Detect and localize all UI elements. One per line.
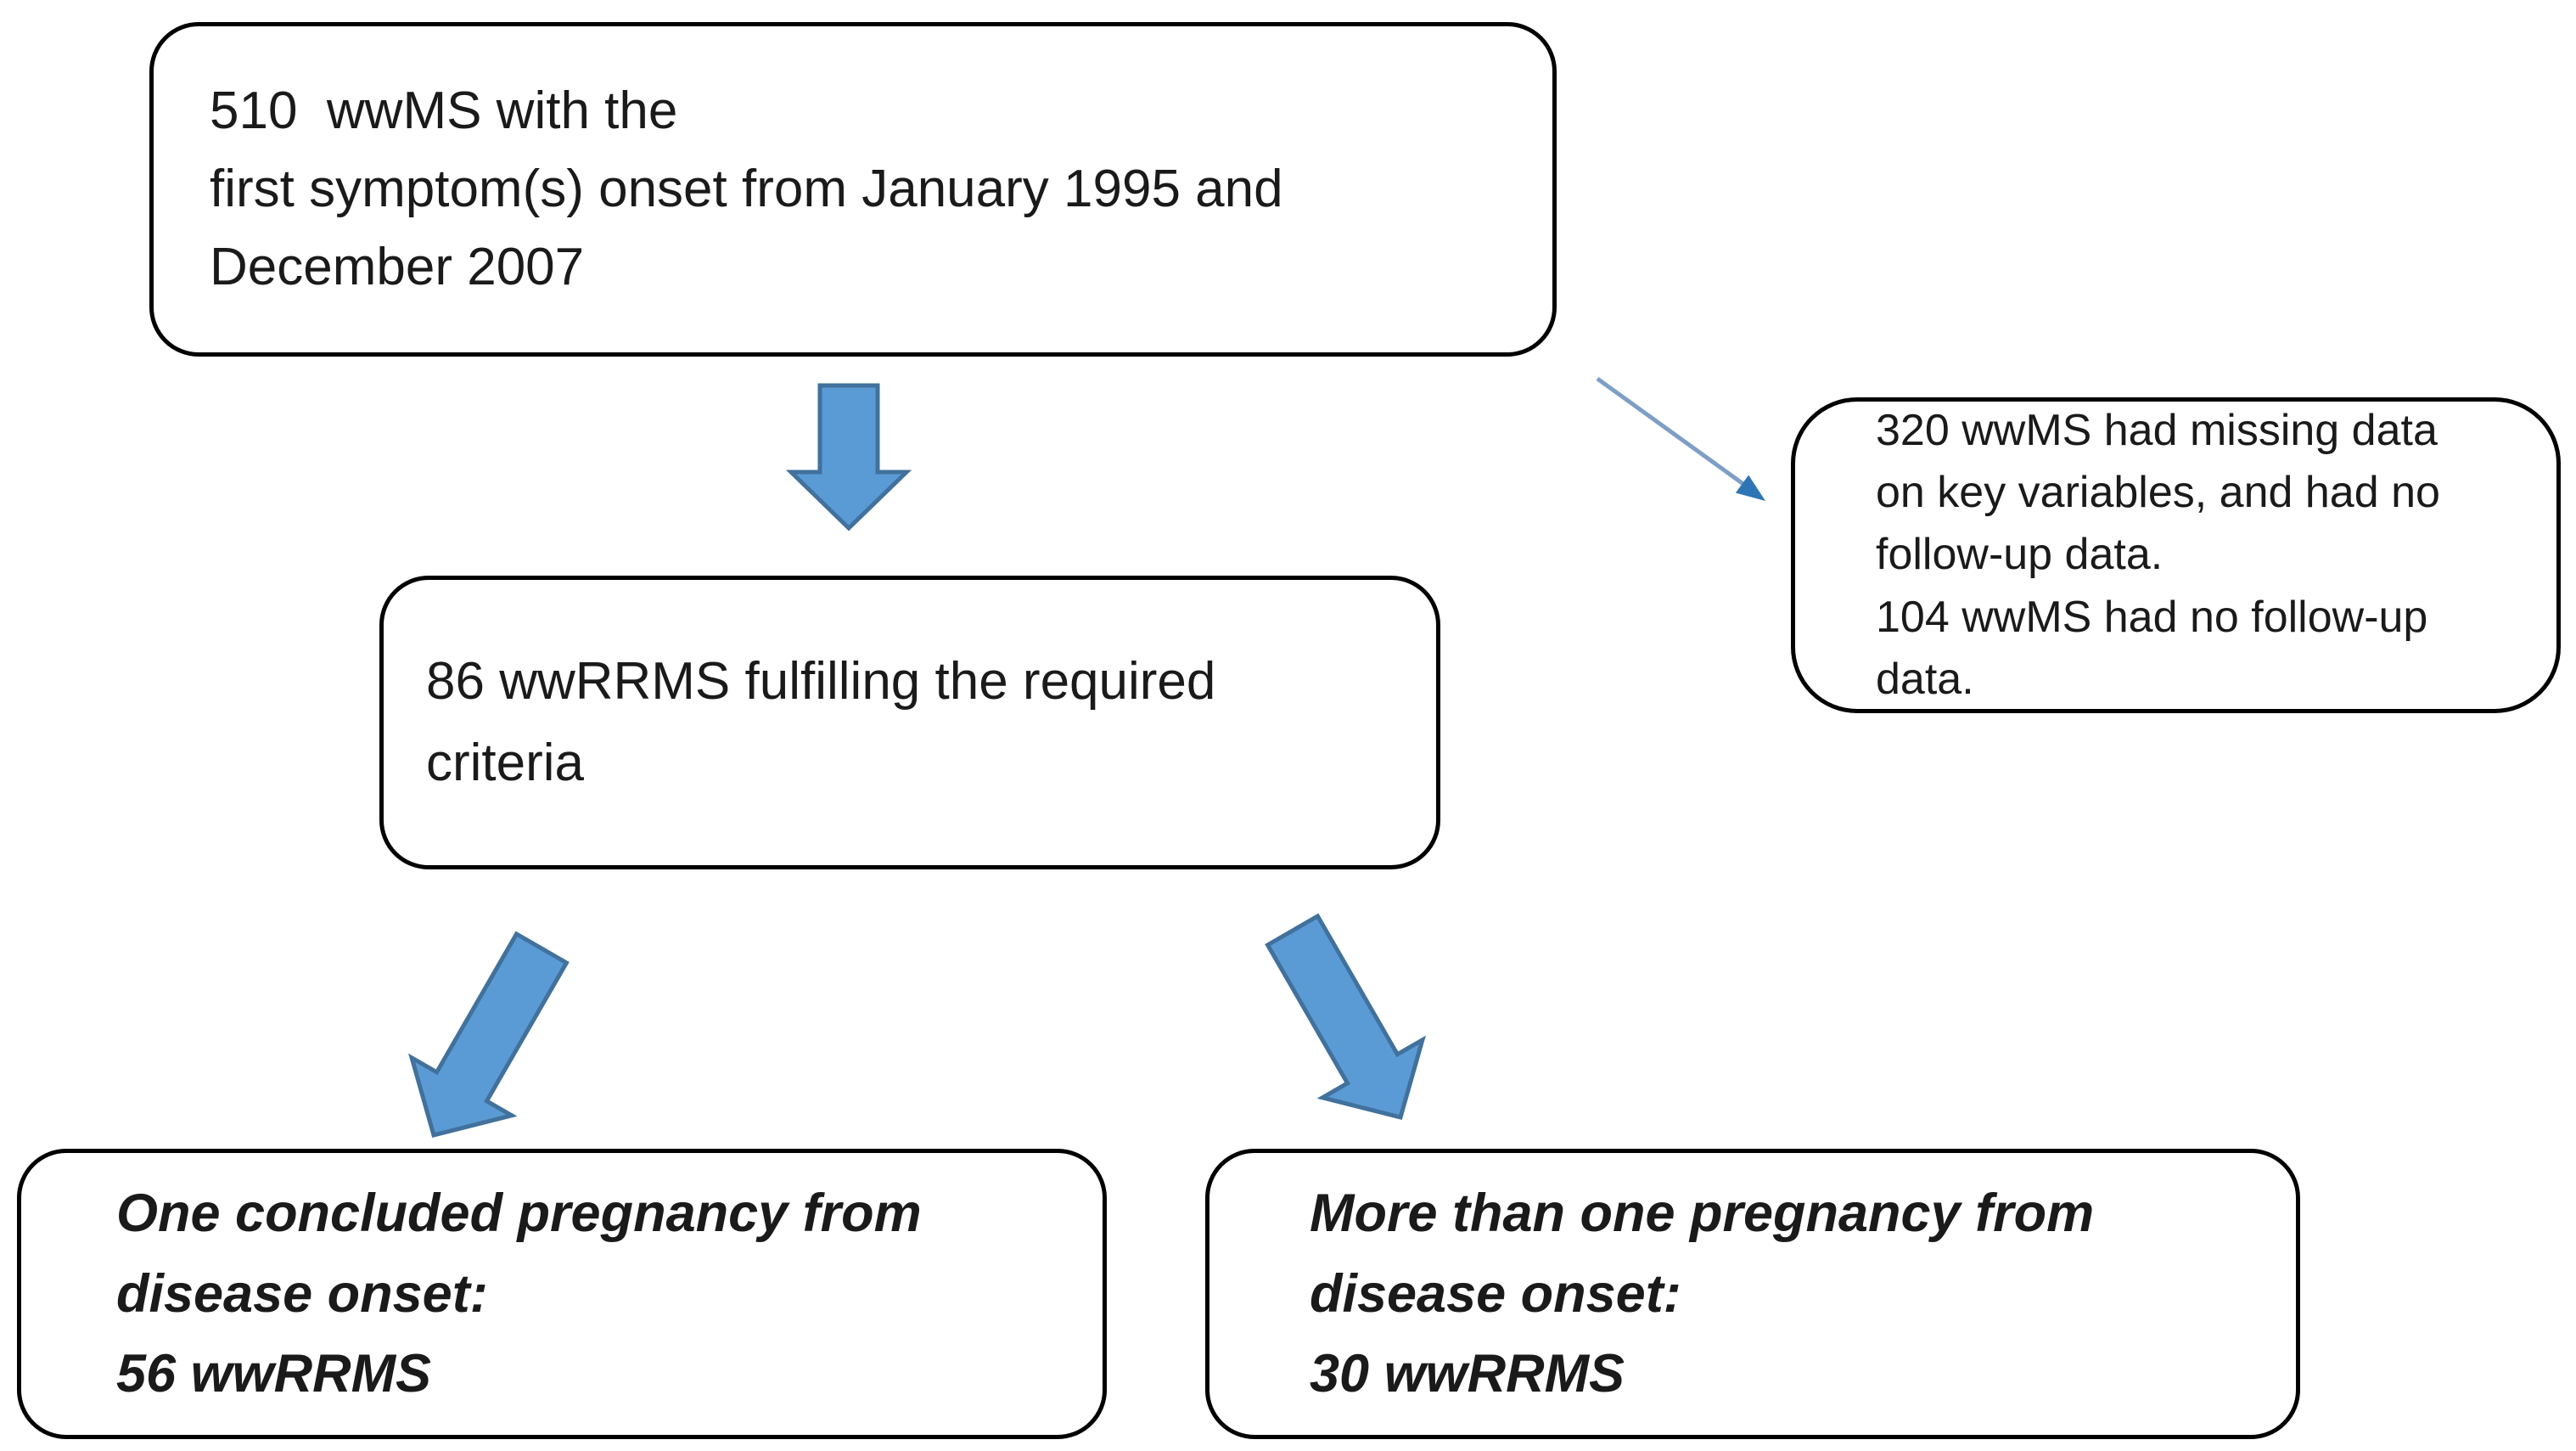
node-one-pregnancy: One concluded pregnancy from disease ons… [17, 1149, 1107, 1439]
node-one-pregnancy-text: One concluded pregnancy from disease ons… [116, 1184, 922, 1404]
node-total-cohort-text: 510 wwMS with the first symptom(s) onset… [210, 82, 1283, 296]
excluded-arrow-line [1596, 376, 1748, 489]
node-excluded: 320 wwMS had missing data on key variabl… [1791, 397, 2561, 713]
left-branch-arrow-icon [408, 931, 570, 1139]
node-eligible-text: 86 wwRRMS fulfilling the required criter… [426, 651, 1216, 792]
node-eligible: 86 wwRRMS fulfilling the required criter… [379, 576, 1440, 869]
node-multiple-pregnancies: More than one pregnancy from disease ons… [1205, 1149, 2300, 1439]
node-total-cohort: 510 wwMS with the first symptom(s) onset… [149, 22, 1557, 357]
node-excluded-text: 320 wwMS had missing data on key variabl… [1876, 405, 2440, 704]
node-multiple-pregnancies-text: More than one pregnancy from disease ons… [1310, 1184, 2095, 1404]
excluded-arrow-head-icon [1735, 475, 1765, 501]
right-branch-arrow-icon [1265, 913, 1426, 1121]
down-arrow-icon [785, 383, 912, 531]
